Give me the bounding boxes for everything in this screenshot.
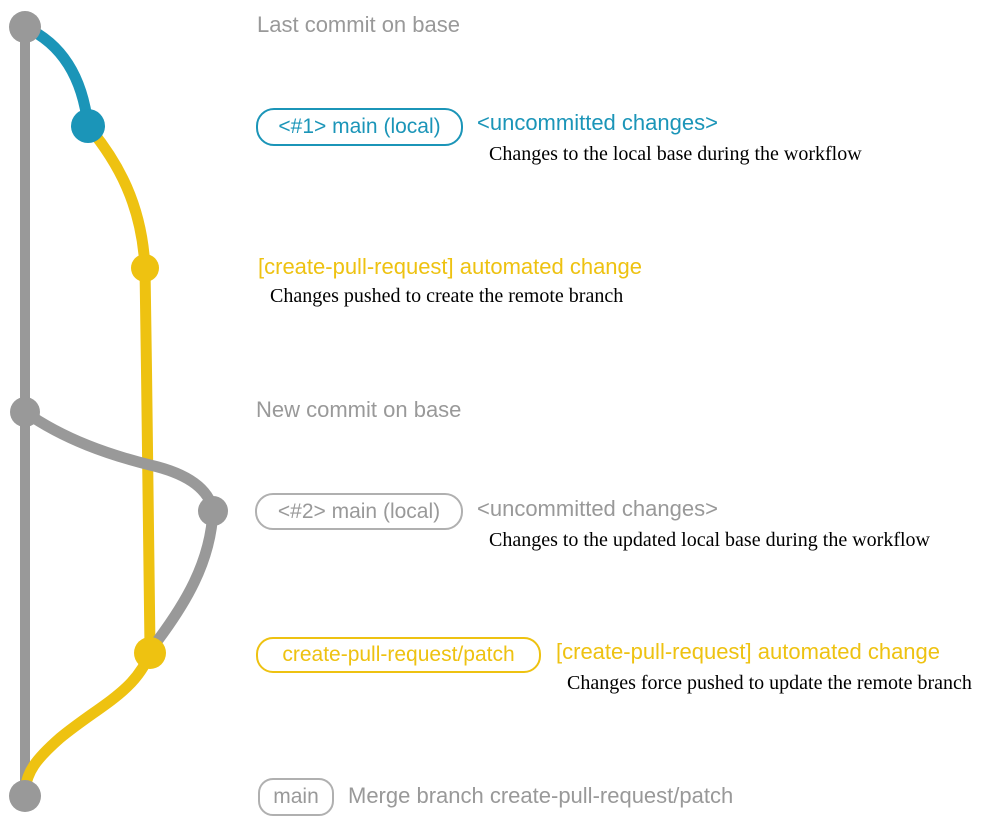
branch-badge-main-local-2-label: <#2> main (local) bbox=[277, 499, 441, 523]
branch-badge-main: main bbox=[258, 778, 334, 816]
local-main-branch-line-1 bbox=[19, 21, 94, 132]
status-uncommitted-changes-1: <uncommitted changes> bbox=[477, 110, 718, 135]
patch-branch-line bbox=[139, 262, 156, 654]
commit-graph bbox=[9, 11, 228, 812]
annotation-local-base-2: Changes to the updated local base during… bbox=[489, 529, 930, 551]
commit-message-last-base: Last commit on base bbox=[257, 12, 460, 37]
local-main-branch-line-2 bbox=[19, 406, 219, 654]
patch-merge-line bbox=[19, 647, 156, 796]
commit-message-new-base: New commit on base bbox=[256, 397, 462, 422]
commit-dot-merge bbox=[9, 780, 41, 812]
branch-badge-main-local-1-label: <#1> main (local) bbox=[278, 115, 441, 138]
commit-dot-last-base bbox=[9, 11, 41, 43]
commit-message-merge: Merge branch create-pull-request/patch bbox=[348, 783, 734, 808]
commit-dot-push-2 bbox=[134, 637, 166, 669]
commit-message-push-2: [create-pull-request] automated change bbox=[556, 639, 941, 664]
patch-branch-create-line bbox=[82, 120, 151, 274]
branch-badge-patch-label: create-pull-request/patch bbox=[282, 643, 515, 666]
branch-badge-main-local-1: <#1> main (local) bbox=[256, 108, 463, 146]
annotation-push-2: Changes force pushed to update the remot… bbox=[567, 672, 972, 694]
annotation-push-1: Changes pushed to create the remote bran… bbox=[270, 285, 624, 307]
branch-badge-main-label: main bbox=[273, 785, 319, 808]
annotation-local-base-1: Changes to the local base during the wor… bbox=[489, 143, 862, 165]
commit-message-push-1: [create-pull-request] automated change bbox=[258, 254, 643, 279]
status-uncommitted-changes-2: <uncommitted changes> bbox=[477, 496, 718, 521]
commit-dot-new-base bbox=[10, 397, 40, 427]
commit-dot-push-1 bbox=[131, 254, 159, 282]
commit-dot-local-2 bbox=[198, 496, 228, 526]
branch-badge-patch: create-pull-request/patch bbox=[256, 637, 541, 673]
commit-dot-local-1 bbox=[71, 109, 105, 143]
branch-badge-main-local-2: <#2> main (local) bbox=[255, 493, 463, 530]
